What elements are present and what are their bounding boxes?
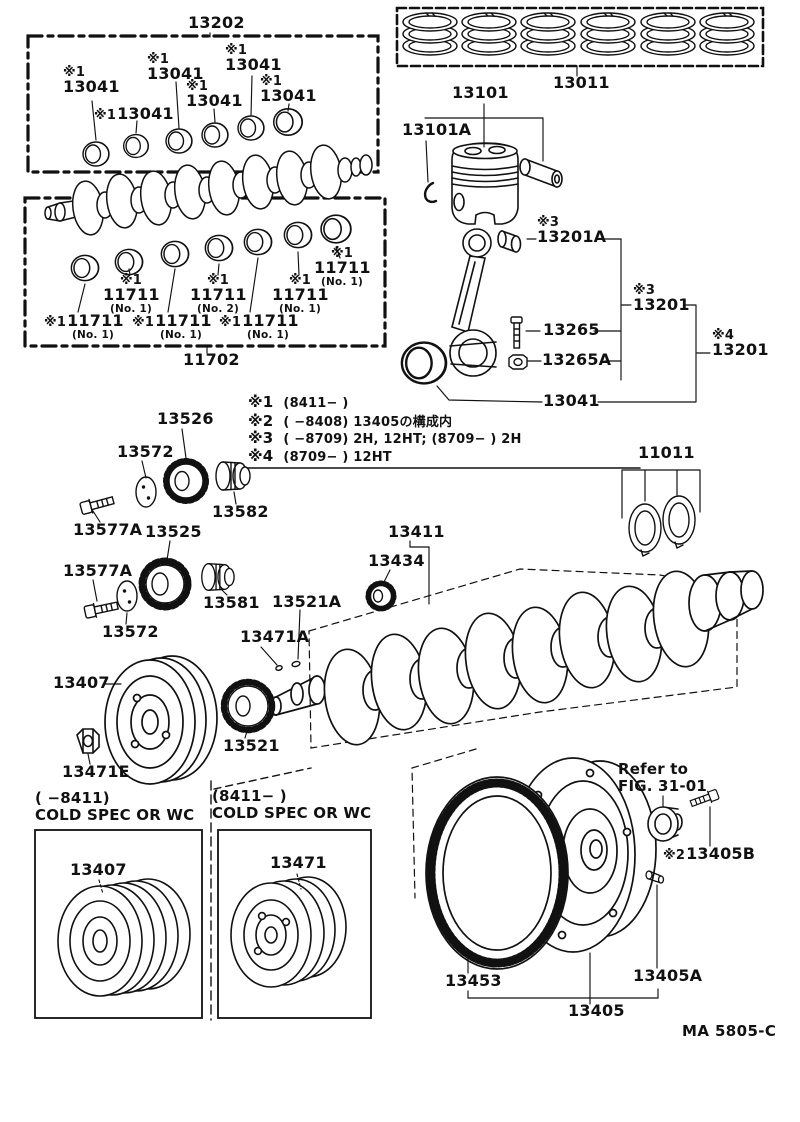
label-timing-plate-upper: 13572 <box>117 442 174 461</box>
solid-box-pulley-late <box>217 829 372 1019</box>
timing-gear-lower-drawing <box>138 557 192 611</box>
label-timing-bolt-lower: 13577A <box>63 561 133 580</box>
label-timing-plate-lower: 13572 <box>102 622 159 641</box>
solid-box-pulley-early <box>34 829 203 1019</box>
piston-pin-drawing <box>519 158 563 188</box>
pulley-box-late-caption: (8411− )COLD SPEC OR WC <box>212 787 372 823</box>
footnote-1: ※1(8411− ) <box>248 393 349 411</box>
label-crankshaft-sub-assy: 11702 <box>183 350 240 369</box>
timing-bolt-upper-drawing <box>78 492 116 517</box>
label-piston: 13101 <box>452 83 509 102</box>
dashed-box-main-bearings <box>26 34 380 174</box>
label-front-gear: 13521 <box>223 736 280 755</box>
label-flywheel: 13405 <box>568 1001 625 1020</box>
label-timing-hub-upper: 13582 <box>212 502 269 521</box>
crank-front-gear-drawing <box>220 678 276 734</box>
label-rod-bolt: 13265 <box>543 320 600 339</box>
explode-dashed-line-left <box>213 767 312 790</box>
pulley-nut-drawing <box>76 728 100 754</box>
label-rod-nut: 13265A <box>542 350 612 369</box>
crank-rear-gear-drawing <box>365 580 397 612</box>
crankshaft-main-drawing <box>264 570 764 746</box>
label-snap-ring: 13101A <box>402 120 472 139</box>
label-ring-gear: 13453 <box>445 971 502 990</box>
piston-ring-sets <box>402 12 755 56</box>
label-main-bearing-2: ※113041 <box>94 104 174 123</box>
pulley-box-early-caption: ( −8411)COLD SPEC OR WC <box>35 789 195 825</box>
dowel-pin-drawing <box>645 870 665 884</box>
thrust-washer-drawings <box>621 469 701 557</box>
label-key-b: 13471A <box>240 627 310 646</box>
crank-bearing-shells <box>70 214 352 282</box>
connecting-rod-drawing <box>449 228 522 377</box>
piston-drawing <box>451 142 519 225</box>
rod-nut-drawing <box>508 354 528 370</box>
timing-hub-lower-drawing <box>201 563 235 591</box>
label-timing-bolt-upper: 13577A <box>73 520 143 539</box>
label-crank-bearing-3: ※111711(No. 1) <box>132 311 212 341</box>
label-crankshaft: 13411 <box>388 522 445 541</box>
ring-gear-drawing <box>425 776 569 970</box>
label-flywheel-bolt: ※213405B <box>663 844 756 863</box>
crankshaft-upper-drawing <box>44 144 373 236</box>
timing-plate-lower-drawing <box>116 580 138 612</box>
dashed-outline-flywheel <box>411 748 477 899</box>
pulley-early-drawing <box>57 878 191 997</box>
label-thrust-washer: 11011 <box>638 443 695 462</box>
timing-plate-upper-drawing <box>135 476 157 508</box>
pulley-late-drawing <box>230 876 347 988</box>
timing-bolt-lower-drawing <box>82 598 120 621</box>
label-ring-set: 13011 <box>553 73 610 92</box>
label-timing-gear-upper: 13526 <box>157 409 214 428</box>
label-dowel: 13405A <box>633 966 703 985</box>
label-pulley-nut: 13471E <box>62 762 130 781</box>
label-timing-hub-lower: 13581 <box>203 593 260 612</box>
damper-pulley-drawing <box>104 655 218 785</box>
rod-bolt-drawing <box>510 316 523 349</box>
timing-hub-upper-drawing <box>215 461 251 491</box>
label-key-a: 13521A <box>272 592 342 611</box>
footnote-3: ※3( −8709) 2H, 12HT; (8709− ) 2H <box>248 429 522 447</box>
label-crank-gear: 13434 <box>368 551 425 570</box>
crank-key-b-drawing <box>275 664 283 672</box>
label-timing-gear-lower: 13525 <box>145 522 202 541</box>
label-crank-bearing-set: 13202 <box>188 13 245 32</box>
dashed-box-ring-sets <box>395 6 765 68</box>
label-damper-pulley: 13407 <box>53 673 110 692</box>
label-pulley-late: 13471 <box>270 853 327 872</box>
snap-ring-drawing <box>423 181 438 204</box>
footnote-4: ※4(8709− ) 12HT <box>248 447 392 465</box>
timing-gear-upper-drawing <box>163 458 209 504</box>
label-rod-bearing: 13041 <box>543 391 600 410</box>
label-crank-bearing-5: ※111711(No. 1) <box>219 311 299 341</box>
crank-key-a-drawing <box>291 660 301 668</box>
footnote-2: ※2( −8408) 13405の構成内 <box>248 412 453 430</box>
figure-code: MA 5805-C <box>682 1022 777 1040</box>
pilot-bearing-drawing <box>647 806 683 842</box>
label-pulley-early: 13407 <box>70 860 127 879</box>
label-crank-bearing-1: ※111711(No. 1) <box>44 311 124 341</box>
leader-lines <box>77 32 711 1005</box>
rod-bearing-shell-drawing <box>400 341 448 385</box>
